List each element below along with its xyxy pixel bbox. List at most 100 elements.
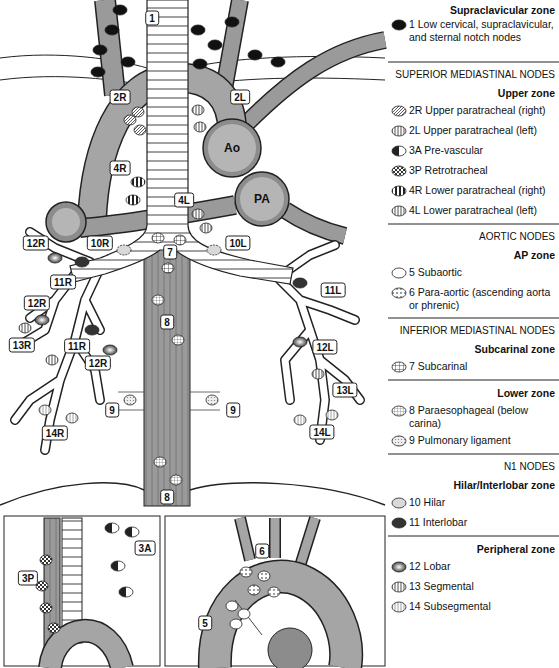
callout-number: 11R — [64, 339, 90, 354]
station-number: 4R — [114, 163, 127, 174]
swatch-node — [392, 518, 406, 528]
callout-number: 3P — [18, 571, 38, 586]
station-number: 8 — [164, 492, 170, 503]
swatch-node — [392, 126, 406, 136]
legend-swatch — [391, 185, 407, 197]
station-number: 10R — [91, 238, 109, 249]
vessel-section: Ao — [202, 118, 262, 178]
callout-number: 8 — [160, 315, 174, 330]
swatch-node — [392, 106, 406, 116]
legend-entry: 4L Lower paratracheal (left) — [391, 204, 555, 217]
callout-number: 12L — [312, 340, 337, 355]
callout-number: 2L — [230, 90, 250, 105]
station-number: 9 — [109, 405, 115, 416]
station-number: 8 — [164, 317, 170, 328]
swatch-node — [392, 582, 406, 592]
station-number: 5 — [202, 618, 208, 629]
legend-entry: 1 Low cervical, supraclavicular, and ste… — [391, 18, 555, 44]
station-number: 13L — [336, 385, 353, 396]
station-number: 3P — [22, 573, 34, 584]
legend-swatch — [391, 581, 407, 593]
station-number: 1 — [149, 13, 155, 24]
station-number: 13R — [13, 340, 31, 351]
callout-number: 13L — [332, 383, 357, 398]
legend-entry: 14 Subsegmental — [391, 600, 555, 613]
legend-entry: 6 Para-aortic (ascending aorta or phreni… — [391, 286, 555, 312]
legend-entry: 5 Subaortic — [391, 266, 555, 279]
callout-number: 3A — [135, 541, 156, 556]
callout-number: 4R — [110, 161, 131, 176]
group-heading: AORTIC NODES — [479, 230, 555, 244]
vessel-section: PA — [234, 171, 290, 227]
zone-heading: Upper zone — [498, 86, 555, 100]
legend-text: 12 Lobar — [391, 560, 555, 573]
zone-heading: AP zone — [514, 248, 555, 262]
callout-number: 6 — [255, 544, 269, 559]
legend-text: 2R Upper paratracheal (right) — [391, 104, 555, 117]
swatch-node — [392, 166, 406, 176]
legend-entry: 3P Retrotracheal — [391, 164, 555, 177]
swatch-node — [392, 602, 406, 612]
legend-swatch — [391, 561, 407, 573]
vessel-wall — [235, 172, 289, 226]
zone-heading: Lower zone — [497, 386, 555, 400]
legend-swatch — [391, 205, 407, 217]
legend-text: 14 Subsegmental — [391, 600, 555, 613]
legend-text: 3P Retrotracheal — [391, 164, 555, 177]
legend-entry: 8 Paraesophageal (below carina) — [391, 404, 555, 430]
station-number: 3A — [139, 543, 152, 554]
legend-text: 4L Lower paratracheal (left) — [391, 204, 555, 217]
vessel-name: Ao — [202, 141, 262, 155]
callout-number: 2R — [110, 90, 131, 105]
station-number: 11L — [325, 285, 342, 296]
station-number: 6 — [259, 546, 265, 557]
legend-swatch — [391, 601, 407, 613]
callout-number: 14R — [42, 426, 68, 441]
callout-number: 11R — [50, 275, 76, 290]
legend-entry: 3A Pre-vascular — [391, 144, 555, 157]
legend-swatch — [391, 19, 407, 31]
legend-text: 1 Low cervical, supraclavicular, and ste… — [391, 18, 555, 44]
legend-text: 11 Interlobar — [391, 516, 555, 529]
swatch-node — [392, 186, 406, 196]
legend-text: 9 Pulmonary ligament — [391, 434, 555, 447]
callout-number: 14L — [309, 425, 334, 440]
callout-number: 12R — [24, 296, 50, 311]
group-heading: N1 NODES — [504, 460, 555, 474]
legend-swatch — [391, 497, 407, 509]
station-number: 12R — [89, 358, 107, 369]
group-heading: SUPERIOR MEDIASTINAL NODES — [395, 68, 555, 82]
swatch-node — [392, 498, 406, 508]
station-number: 11R — [68, 341, 86, 352]
station-number: 11R — [54, 277, 72, 288]
legend-entry: 10 Hilar — [391, 496, 555, 509]
legend-entry: 11 Interlobar — [391, 516, 555, 529]
legend-text: 4R Lower paratracheal (right) — [391, 184, 555, 197]
zone-heading: Subcarinal zone — [474, 342, 555, 356]
station-number: 2R — [114, 92, 127, 103]
legend-text: 10 Hilar — [391, 496, 555, 509]
swatch-node — [392, 562, 406, 572]
legend-swatch — [391, 145, 407, 157]
zone-heading: Peripheral zone — [477, 542, 555, 556]
swatch-node — [392, 406, 406, 416]
legend-entry: 13 Segmental — [391, 580, 555, 593]
legend-entry: 9 Pulmonary ligament — [391, 434, 555, 447]
zone-heading: Hilar/Interlobar zone — [453, 478, 555, 492]
legend-swatch — [391, 165, 407, 177]
legend-text: 5 Subaortic — [391, 266, 555, 279]
callout-number: 13R — [9, 338, 35, 353]
station-number: 14L — [313, 427, 330, 438]
station-number: 9 — [230, 405, 236, 416]
callout-number: 9 — [226, 403, 240, 418]
swatch-node — [392, 20, 406, 30]
callout-number: 10R — [87, 236, 113, 251]
legend-entry: 7 Subcarinal — [391, 360, 555, 373]
vessel-name: PA — [234, 192, 290, 206]
legend-swatch — [391, 517, 407, 529]
swatch-node — [392, 288, 406, 298]
legend-entry: 2L Upper paratracheal (left) — [391, 124, 555, 137]
callout-number: 5 — [198, 616, 212, 631]
legend-text: 8 Paraesophageal (below carina) — [391, 404, 555, 430]
vessel-wall — [203, 119, 261, 177]
